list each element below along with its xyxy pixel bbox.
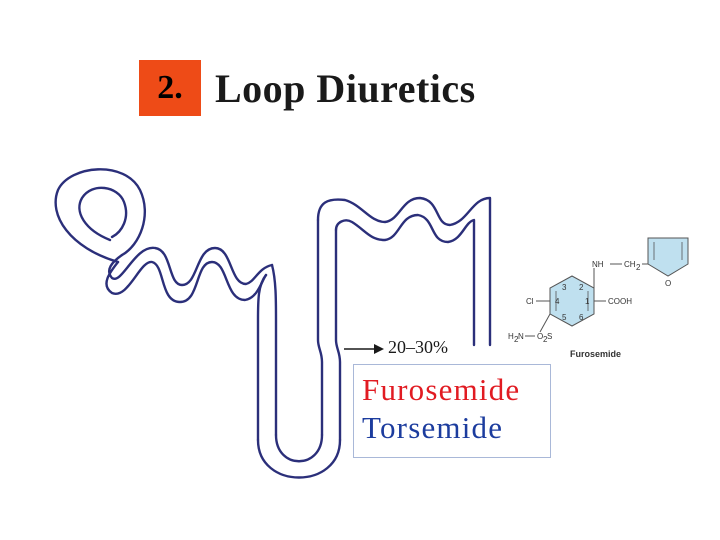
chem-h-sub: 2 — [514, 335, 519, 344]
chem-nh: NH — [592, 260, 604, 269]
ring-num-4: 4 — [555, 297, 560, 306]
slide-title-row: 2. Loop Diuretics — [139, 60, 476, 116]
chem-ch: CH — [624, 260, 636, 269]
chem-n: N — [518, 332, 524, 341]
chem-ch-sub: 2 — [636, 263, 641, 272]
chem-o2: O — [537, 332, 543, 341]
furan-ring — [647, 237, 689, 277]
loop-of-henle-bottom-outer — [256, 438, 342, 479]
chem-h: H — [508, 332, 514, 341]
chem-cooh: COOH — [608, 297, 632, 306]
drug-list-box: Furosemide Torsemide — [353, 364, 551, 458]
slide-title: Loop Diuretics — [215, 65, 476, 111]
ring-num-3: 3 — [562, 283, 567, 292]
ring-num-1: 1 — [585, 297, 590, 306]
chem-cl: Cl — [526, 297, 534, 306]
percent-arrow — [344, 344, 384, 354]
ascending-limb-inner — [316, 218, 324, 437]
ring-num-5: 5 — [562, 313, 567, 322]
chem-s: S — [547, 332, 552, 341]
ascending-limb-outer — [334, 228, 342, 442]
chem-caption: Furosemide — [570, 349, 621, 359]
drug-furosemide: Furosemide — [362, 372, 521, 407]
loop-of-henle-bottom-inner — [274, 433, 324, 463]
descending-limb-inner — [270, 263, 278, 437]
ring-num-6: 6 — [579, 313, 584, 322]
chem-o: O — [665, 279, 671, 288]
ring-num-2: 2 — [579, 283, 584, 292]
proximal-tubule-inner — [108, 246, 274, 287]
drug-torsemide: Torsemide — [362, 410, 504, 445]
distal-tubule-inner — [316, 196, 492, 347]
section-number-badge: 2. — [139, 60, 201, 116]
chem-o2-sub: 2 — [543, 335, 548, 344]
reabsorption-percent-label: 20–30% — [388, 337, 448, 357]
furosemide-structure: NH CH 2 O Cl COOH H 2 N O 2 S 3 2 4 1 5 … — [508, 237, 689, 359]
distal-tubule-outer — [334, 213, 476, 347]
bowman-capsule-inner — [78, 186, 128, 242]
bowman-capsule-outer — [54, 168, 146, 264]
proximal-tubule-outer — [105, 260, 268, 304]
descending-limb-outer — [256, 273, 268, 442]
